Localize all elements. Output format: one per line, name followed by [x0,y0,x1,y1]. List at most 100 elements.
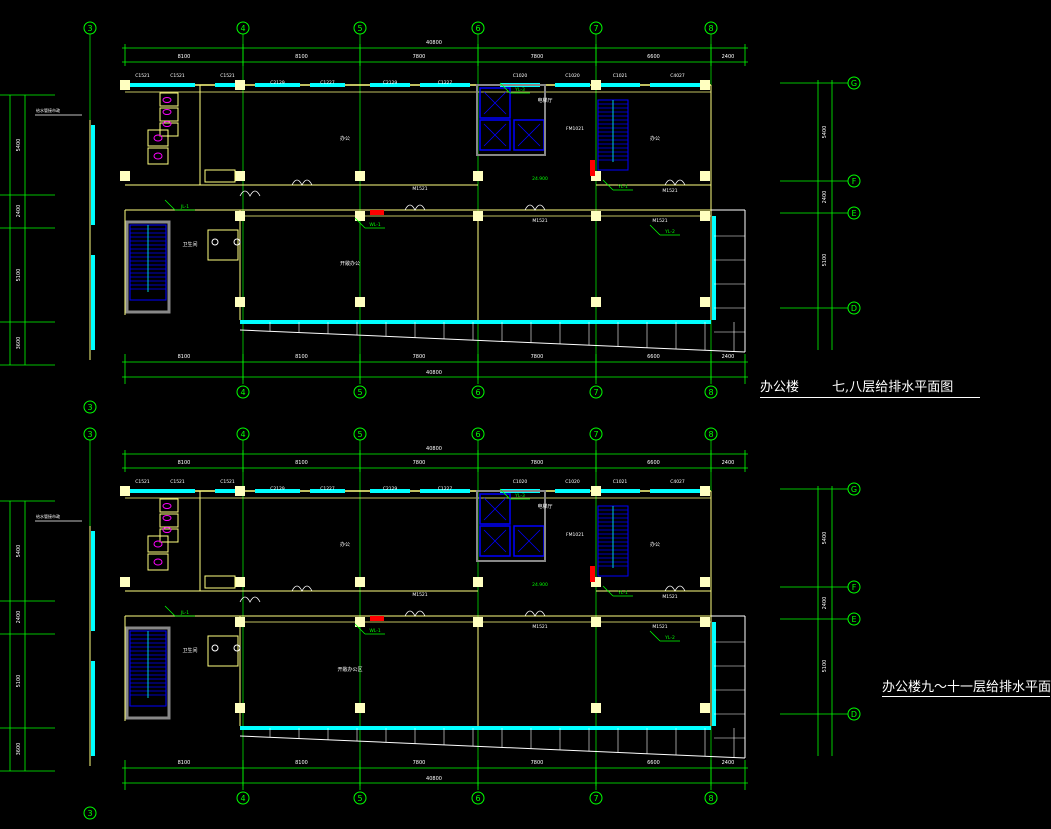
pipe-leader [164,199,176,211]
room-label-office: 办公 [650,135,660,142]
toilet-stall [147,129,169,147]
axis-bubble-bottom-5-circle [353,791,367,805]
dimension-segment: 8100 [295,54,308,60]
structural-column [591,577,601,587]
toilet-fixture-icon [153,558,163,566]
window-label: C1227 [320,486,335,492]
dimension-segment-bottom: 2400 [722,760,735,766]
structural-column [700,703,710,713]
sink-icon [233,644,241,652]
left-dimension-value: 5400 [16,545,22,558]
axis-bubble-top-6-label: 6 [475,24,480,33]
dimension-segment: 7800 [413,460,426,466]
pipe-label: WL-1 [369,222,381,228]
toilet-fixture-icon [153,152,163,160]
axis-bubble-top-4-label: 4 [240,24,245,33]
elevation-mark: 24.900 [532,176,548,182]
left-dimension-value: 5100 [16,675,22,688]
dimension-segment-bottom: 8100 [295,354,308,360]
window-label: C1521 [220,479,235,485]
door-swing [524,204,546,211]
dimension-segment-bottom: 8100 [178,760,191,766]
sink-icon [233,238,241,246]
door-label: M1521 [412,592,427,598]
room-label-toilet: 卫生间 [182,647,197,654]
right-dimension-value: 2400 [822,597,828,610]
right-dimension-value: 2400 [822,191,828,204]
axis-bubble-bottom-5-label: 5 [357,794,362,803]
room-label-elevator-hall: 电梯厅 [537,97,552,104]
pipe-label: YL-3 [514,87,525,93]
window-label: C1020 [513,479,528,485]
axis-bubble-top-7-label: 7 [593,430,598,439]
pipe-label: JL-1 [180,610,189,616]
dimension-segment-bottom: 7800 [413,354,426,360]
dimension-total-bottom: 40800 [426,370,442,376]
axis-bubble-bottom-8-label: 8 [708,794,713,803]
elevator-cross [517,123,541,147]
room-label-toilet: 卫生间 [182,241,197,248]
structural-column [120,577,130,587]
axis-bubble-bottom-5-circle [353,385,367,399]
axis-bubble-bottom-3-circle [83,806,97,820]
row-label-G: G [851,79,857,88]
elevator-core-wall [476,490,546,562]
pipe-label: YL-3 [514,493,525,499]
structural-column [591,211,601,221]
door-swing [404,204,426,211]
axis-bubble-bottom-3-label: 3 [87,403,92,412]
row-bubble [847,301,861,315]
room-label-elevator-hall: 电梯厅 [537,503,552,510]
axis-bubble-bottom-8-label: 8 [708,388,713,397]
pipe-leader [354,623,366,635]
door-label: M1521 [652,624,667,630]
axis-bubble-bottom-7-label: 7 [593,388,598,397]
structural-column [355,617,365,627]
dimension-segment-bottom: 6600 [647,760,660,766]
urinal-fixture-icon [162,515,172,521]
pipe-leader [602,585,614,597]
urinal-fixture-icon [162,97,172,103]
fire-hydrant [370,616,384,621]
window-label: C1521 [135,73,150,79]
window-label: C2129 [270,486,285,492]
pipe-label: YL-2 [664,635,675,641]
structural-column [473,577,483,587]
structural-column [355,577,365,587]
axis-bubble-top-6-label: 6 [475,430,480,439]
structural-column [355,297,365,307]
canopy-edge [239,329,746,353]
pipe-leader [602,179,614,191]
axis-bubble-bottom-3-label: 3 [87,809,92,818]
structural-column [700,171,710,181]
structural-column [473,617,483,627]
structural-column [235,171,245,181]
upper-plan-title: 办公楼 七,八层给排水平面图 [760,380,954,395]
urinal-fixture-icon [162,503,172,509]
structural-column [591,80,601,90]
right-dimension-value: 5400 [822,532,828,545]
row-bubble [847,174,861,188]
elevator-shaft [479,87,511,119]
dimension-segment: 6600 [647,460,660,466]
toilet-stall [159,92,179,107]
axis-bubble-bottom-8-circle [704,385,718,399]
pipe-leader [649,224,661,236]
structural-column [120,486,130,496]
window-label: C2129 [383,80,398,86]
right-dimension-value: 5100 [822,660,828,673]
window-label: C2129 [383,486,398,492]
window-label: C1021 [613,73,628,79]
row-label-F: F [852,583,857,592]
room-label-open-office: 开敞办公 [340,260,360,267]
window-label: C1020 [565,73,580,79]
left-dimension-value: 5400 [16,139,22,152]
elevator-shaft [479,493,511,525]
room-label-office: 办公 [650,541,660,548]
structural-column [235,577,245,587]
fire-hydrant [590,566,595,582]
elevator-cross [483,91,507,115]
